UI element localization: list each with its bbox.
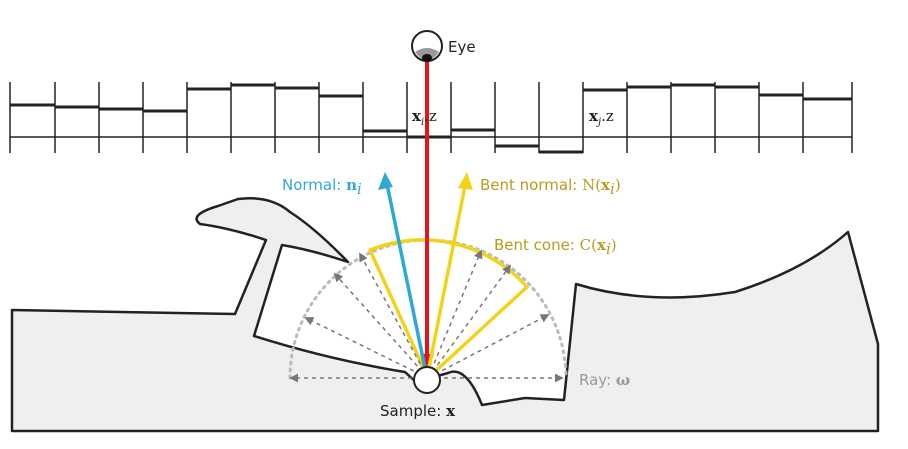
bent-normal-vector (425, 185, 467, 379)
eye-label: Eye (448, 38, 476, 56)
bent-normal-arrowhead (458, 172, 473, 190)
sample-ray (427, 249, 483, 379)
ray-label: Ray: ω (579, 371, 630, 389)
normal-label: Normal: ni (282, 176, 362, 198)
depth-buffer-ticks (9, 82, 853, 153)
normal-arrowhead (378, 172, 393, 190)
sample-ray (427, 264, 512, 379)
scene-geometry (10, 197, 880, 433)
bent-normal-label: Bent normal: N(xi) (480, 176, 621, 198)
sample-rays (289, 249, 564, 383)
eye-icon (411, 30, 443, 62)
normal-vector (385, 183, 429, 379)
sample-label: Sample: x (380, 402, 456, 420)
sample-point (413, 366, 441, 394)
depth-label-xi: xi.z (412, 107, 437, 128)
depth-buffer (9, 82, 853, 154)
depth-label-xj: xj.z (589, 107, 614, 128)
sample-ray (427, 314, 550, 379)
bent-cone-label: Bent cone: C(xi) (494, 236, 617, 258)
sample-ray (304, 317, 429, 379)
